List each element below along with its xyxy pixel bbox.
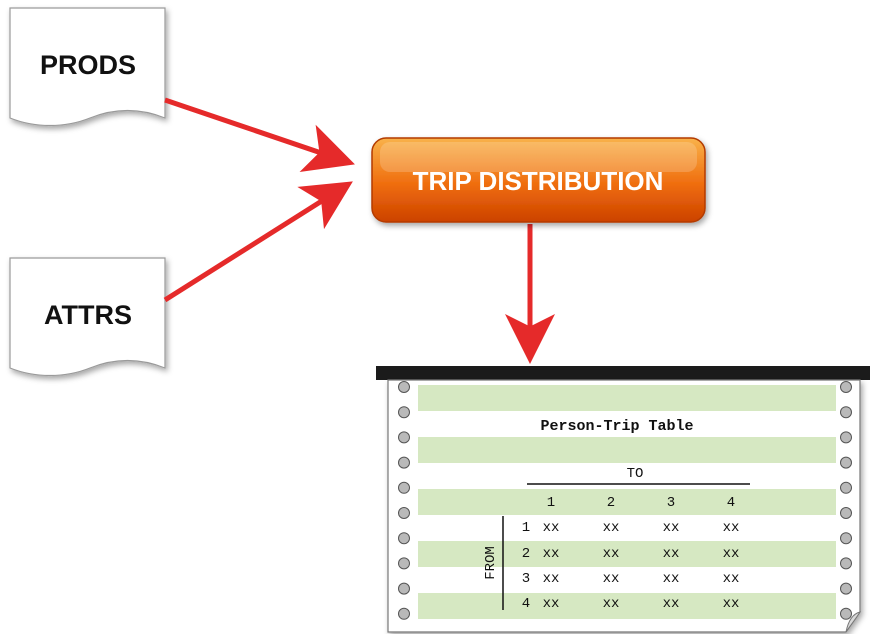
col-header-1: 1 bbox=[547, 495, 555, 511]
cell-1-3: xx bbox=[663, 520, 680, 536]
left-feed-hole bbox=[398, 406, 410, 419]
left-feed-hole bbox=[398, 532, 410, 545]
attrs-document bbox=[9, 257, 166, 377]
left-feed-hole bbox=[398, 582, 410, 595]
cell-2-1: xx bbox=[543, 546, 560, 562]
stripe-1 bbox=[418, 385, 836, 411]
cell-4-1: xx bbox=[543, 596, 560, 612]
cell-1-4: xx bbox=[723, 520, 740, 536]
left-feed-hole bbox=[398, 431, 410, 444]
stripe-4 bbox=[418, 541, 836, 567]
attrs-label: ATTRS bbox=[44, 300, 132, 330]
right-feed-hole bbox=[840, 406, 852, 419]
tractor-feed-holes bbox=[398, 381, 852, 620]
right-feed-hole bbox=[840, 607, 852, 620]
left-feed-hole bbox=[398, 507, 410, 519]
row-header-1: 1 bbox=[522, 520, 530, 536]
cell-2-3: xx bbox=[663, 546, 680, 562]
stripe-3 bbox=[418, 489, 836, 515]
col-header-4: 4 bbox=[727, 495, 735, 511]
trip-distribution-box bbox=[371, 137, 706, 223]
row-header-4: 4 bbox=[522, 596, 530, 612]
col-header-3: 3 bbox=[667, 495, 675, 511]
cell-3-2: xx bbox=[603, 571, 620, 587]
cell-2-4: xx bbox=[723, 546, 740, 562]
right-feed-hole bbox=[840, 431, 852, 444]
left-feed-hole bbox=[398, 557, 410, 570]
col-header-2: 2 bbox=[607, 495, 615, 511]
cell-4-2: xx bbox=[603, 596, 620, 612]
person-trip-table-printout: Person-Trip Table TO 1 2 3 4 FROM 1 xx x… bbox=[376, 366, 870, 633]
right-feed-hole bbox=[840, 456, 852, 469]
cell-2-2: xx bbox=[603, 546, 620, 562]
from-label: FROM bbox=[483, 546, 499, 580]
row-header-2: 2 bbox=[522, 546, 530, 562]
table-title: Person-Trip Table bbox=[540, 418, 693, 435]
left-feed-hole bbox=[398, 381, 410, 393]
left-feed-hole bbox=[398, 607, 410, 620]
prods-to-process-arrow bbox=[164, 97, 355, 173]
stripe-5 bbox=[418, 593, 836, 619]
cell-3-4: xx bbox=[723, 571, 740, 587]
prods-label: PRODS bbox=[40, 50, 136, 80]
right-feed-hole bbox=[840, 582, 852, 595]
to-label: TO bbox=[627, 466, 644, 482]
trip-distribution-label: TRIP DISTRIBUTION bbox=[413, 166, 664, 196]
prods-document bbox=[9, 7, 166, 127]
right-feed-hole bbox=[840, 532, 852, 545]
right-feed-hole bbox=[840, 381, 852, 393]
cell-4-4: xx bbox=[723, 596, 740, 612]
stripe-2 bbox=[418, 437, 836, 463]
cell-3-3: xx bbox=[663, 571, 680, 587]
printer-bar bbox=[376, 366, 870, 380]
cell-4-3: xx bbox=[663, 596, 680, 612]
cell-1-1: xx bbox=[543, 520, 560, 536]
row-header-3: 3 bbox=[522, 571, 530, 587]
right-feed-hole bbox=[840, 507, 852, 519]
right-feed-hole bbox=[840, 557, 852, 570]
cell-3-1: xx bbox=[543, 571, 560, 587]
left-feed-hole bbox=[398, 481, 410, 494]
stripes bbox=[418, 385, 836, 619]
attrs-to-process-arrow bbox=[163, 181, 353, 303]
left-feed-hole bbox=[398, 456, 410, 469]
cell-1-2: xx bbox=[603, 520, 620, 536]
paper-curl bbox=[845, 611, 862, 633]
right-feed-hole bbox=[840, 481, 852, 494]
